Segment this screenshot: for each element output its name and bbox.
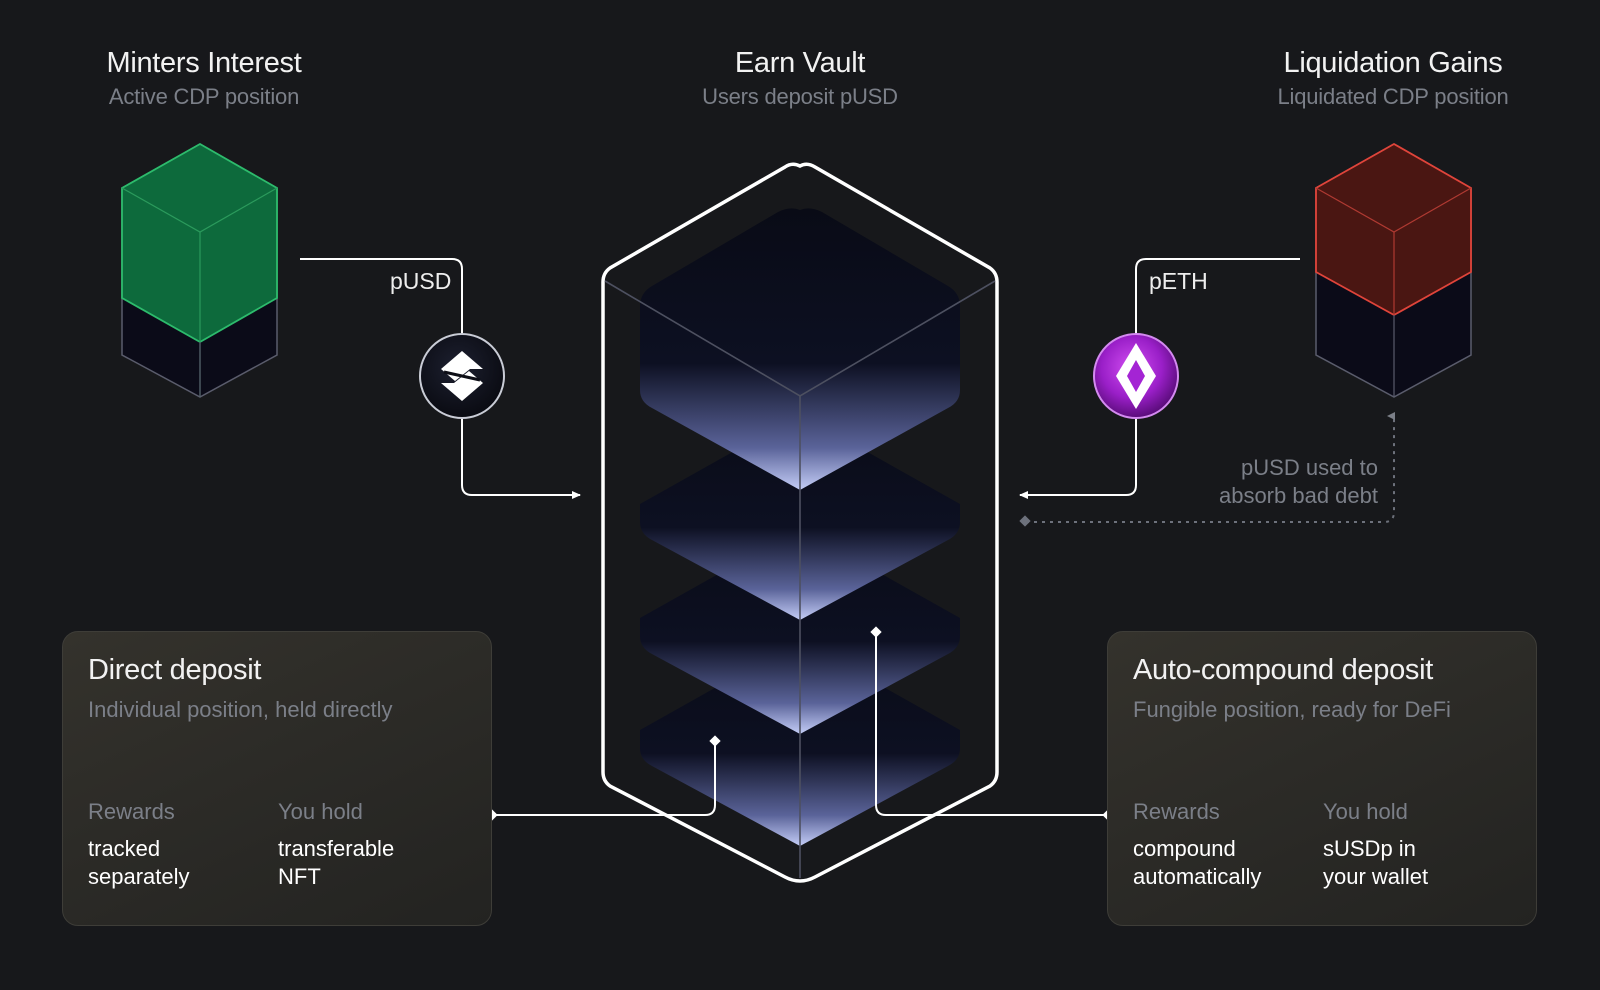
auto-rewards-label: Rewards — [1133, 799, 1220, 824]
direct-hold-value-line2: NFT — [278, 864, 321, 889]
minters-interest-header: Minters Interest Active CDP position — [24, 47, 384, 110]
direct-rewards-value-line1: tracked — [88, 836, 161, 861]
bad-debt-note-line2: absorb bad debt — [1218, 483, 1378, 508]
pusd-token-icon — [419, 333, 505, 419]
vault-layer-1 — [640, 208, 960, 490]
cdp-liquidated-cube-icon — [1315, 142, 1472, 398]
bad-debt-note: pUSD used to absorb bad debt — [1138, 454, 1378, 510]
minters-interest-title: Minters Interest — [106, 47, 302, 79]
auto-rewards-value-line1: compound — [1133, 836, 1236, 861]
direct-deposit-card: Direct deposit Individual position, held… — [62, 631, 492, 926]
pusd-flow-label: pUSD — [390, 268, 452, 294]
direct-hold-label: You hold — [278, 799, 363, 824]
direct-hold-value-line1: transferable — [278, 836, 395, 861]
earn-vault-header: Earn Vault Users deposit pUSD — [620, 47, 980, 110]
auto-hold-value-line2: your wallet — [1323, 864, 1429, 889]
auto-hold-value-line1: sUSDp in — [1323, 836, 1416, 861]
earn-vault-title: Earn Vault — [734, 47, 866, 79]
cdp-active-cube-icon — [121, 142, 278, 398]
liquidation-gains-subtitle: Liquidated CDP position — [1277, 84, 1509, 109]
liquidation-gains-title: Liquidation Gains — [1283, 47, 1503, 79]
direct-hold-value: transferable NFT — [278, 835, 458, 891]
peth-flow-label: pETH — [1149, 268, 1208, 294]
direct-rewards-value: tracked separately — [88, 835, 268, 891]
auto-compound-subtitle: Fungible position, ready for DeFi — [1133, 697, 1451, 722]
bad-debt-note-line1: pUSD used to — [1241, 455, 1378, 480]
auto-compound-deposit-card: Auto-compound deposit Fungible position,… — [1107, 631, 1537, 926]
direct-deposit-title: Direct deposit — [88, 654, 262, 686]
liquidation-gains-header: Liquidation Gains Liquidated CDP positio… — [1213, 47, 1573, 110]
auto-hold-value: sUSDp in your wallet — [1323, 835, 1503, 891]
direct-deposit-subtitle: Individual position, held directly — [88, 697, 393, 722]
peth-token-icon — [1093, 333, 1179, 419]
auto-hold-label: You hold — [1323, 799, 1408, 824]
auto-rewards-value: compound automatically — [1133, 835, 1313, 891]
direct-rewards-label: Rewards — [88, 799, 175, 824]
direct-rewards-value-line2: separately — [88, 864, 190, 889]
vault-stack-icon — [601, 162, 999, 883]
earn-vault-subtitle: Users deposit pUSD — [702, 84, 898, 109]
auto-rewards-value-line2: automatically — [1133, 864, 1262, 889]
minters-interest-subtitle: Active CDP position — [108, 84, 300, 109]
auto-compound-title: Auto-compound deposit — [1133, 654, 1434, 686]
